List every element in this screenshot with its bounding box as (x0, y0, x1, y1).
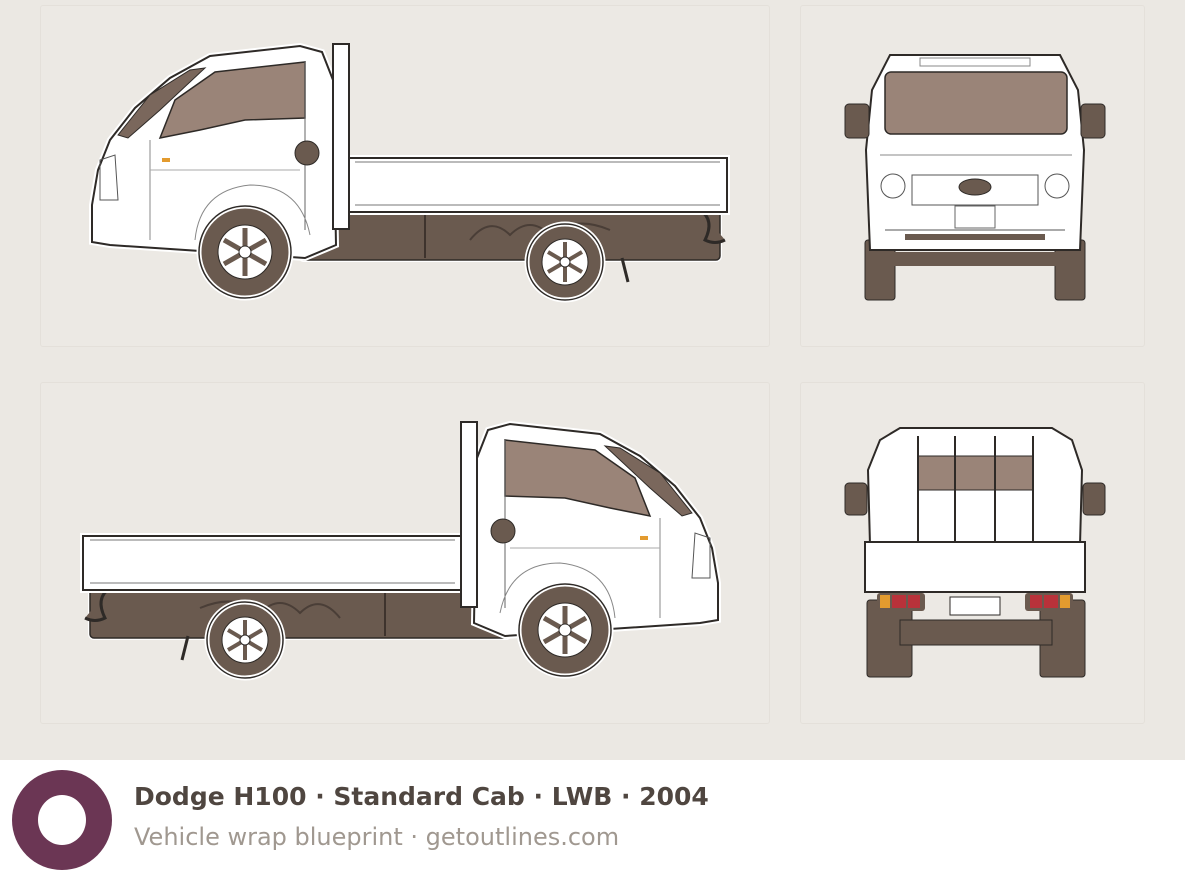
vehicle-subtitle: Vehicle wrap blueprint · getoutlines.com (134, 823, 620, 851)
truck-side-view-left (92, 44, 727, 300)
truck-rear-view (844, 427, 1106, 678)
brand-logo-icon (12, 770, 112, 870)
caption-bar (0, 760, 1185, 880)
truck-front-view (844, 54, 1106, 301)
truck-side-view-right (83, 422, 718, 678)
blueprint-drawings (0, 0, 1106, 760)
vehicle-title: Dodge H100 · Standard Cab · LWB · 2004 (134, 782, 709, 811)
